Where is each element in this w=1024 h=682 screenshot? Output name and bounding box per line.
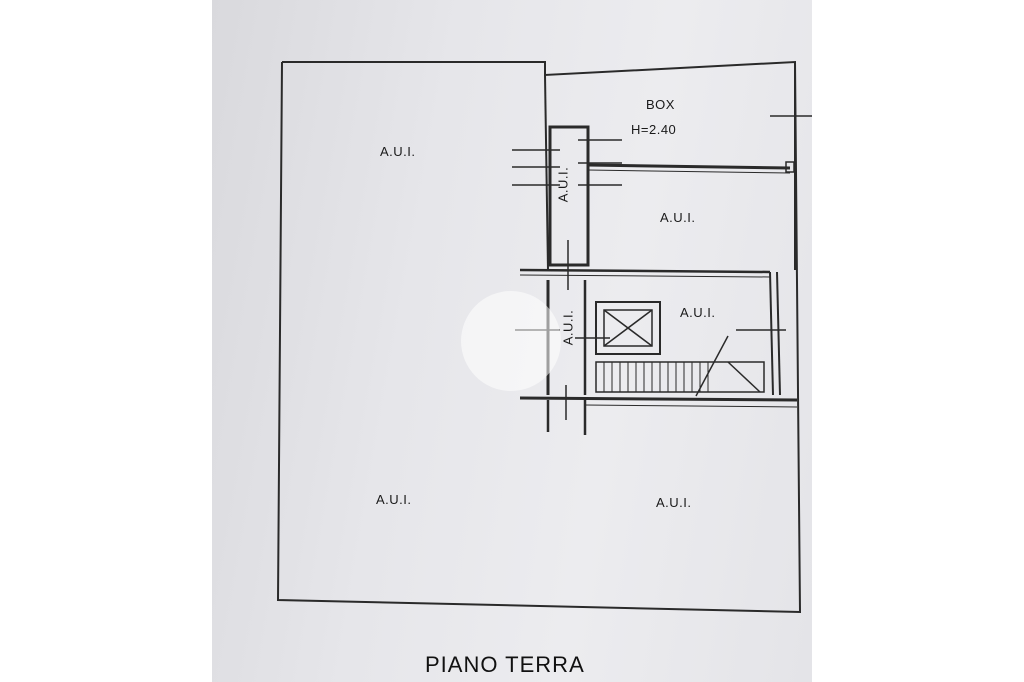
- shaft-wall-left: [544, 74, 549, 271]
- room-label-lower-shaft: A.U.I.: [560, 309, 576, 346]
- watermark-circle: [461, 291, 561, 391]
- upper-shaft: [548, 125, 590, 267]
- room-label-middle-right: A.U.I.: [660, 210, 696, 225]
- stairs: [595, 361, 765, 393]
- plan-title: PIANO TERRA: [425, 652, 585, 677]
- room-label-box: BOX: [646, 97, 675, 112]
- box-bottom-wall: [587, 163, 791, 170]
- room-label-bottom-left: A.U.I.: [376, 492, 412, 507]
- room-label-box-height: H=2.40: [631, 122, 677, 137]
- room-label-stair-room: A.U.I.: [680, 305, 716, 320]
- mid-wall-top: [519, 268, 771, 274]
- elevator-outer: [595, 301, 661, 355]
- lower-wall-top: [519, 396, 798, 402]
- room-label-bottom-right: A.U.I.: [656, 495, 692, 510]
- room-label-top-left: A.U.I.: [380, 144, 416, 159]
- elevator-inner: [603, 309, 653, 347]
- room-label-upper-shaft: A.U.I.: [555, 166, 571, 203]
- mid-wall-right: [769, 271, 774, 396]
